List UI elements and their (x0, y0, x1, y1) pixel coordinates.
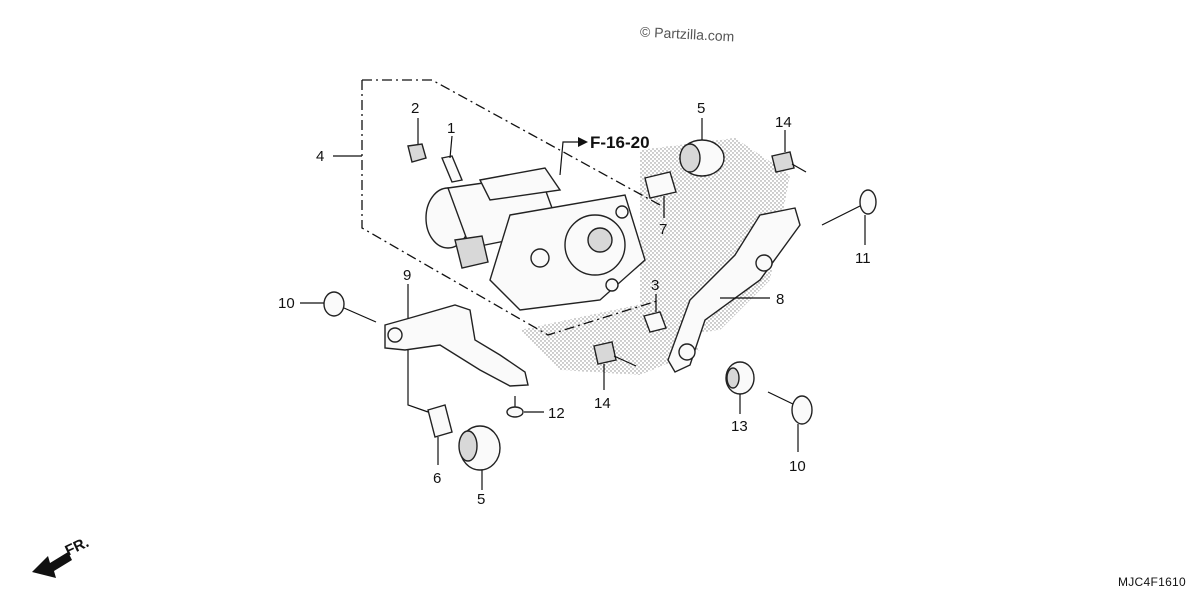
front-arrow-icon (32, 552, 72, 578)
part-6-collar (427, 404, 453, 438)
callout-5-lower: 5 (477, 491, 485, 508)
ref-arrowhead (578, 137, 588, 147)
part-8-hole-a (755, 254, 773, 272)
part-7-collar (644, 171, 677, 199)
actuator-assembly (425, 167, 646, 311)
part-9-bracket (384, 304, 529, 387)
part-12-screw (506, 396, 524, 418)
part-8-bracket (667, 207, 801, 373)
callout-8: 8 (776, 291, 784, 308)
part-14-lower-bolt (593, 341, 637, 367)
part-11-bolt (821, 189, 877, 226)
callout-11: 11 (855, 250, 871, 267)
part-9-hole (387, 327, 403, 343)
part-3-collar (643, 311, 667, 333)
assembly-outline (361, 79, 661, 336)
callout-1: 1 (447, 120, 455, 137)
part-8-hole-b (678, 343, 696, 361)
part-5-upper-damper (679, 139, 725, 177)
part-10-right-bolt (767, 391, 813, 425)
callout-12: 12 (548, 405, 565, 422)
part-13-grommet (725, 361, 755, 395)
callout-10-left: 10 (278, 295, 295, 312)
callout-3: 3 (651, 277, 659, 294)
part-10-left-bolt (323, 291, 377, 323)
shaded-area-upper (640, 138, 790, 340)
part-2-nut (407, 143, 427, 163)
callout-6: 6 (433, 470, 441, 487)
part-1-screw (441, 155, 463, 183)
callout-7: 7 (659, 221, 667, 238)
callout-14-lower: 14 (594, 395, 611, 412)
callout-2: 2 (411, 100, 419, 117)
callout-5-upper: 5 (697, 100, 705, 117)
callout-9: 9 (403, 267, 411, 284)
leader-6 (407, 350, 429, 413)
diagram-code: MJC4F1610 (1117, 575, 1186, 589)
leader-1 (449, 135, 453, 159)
reference-label: F-16-20 (590, 133, 650, 152)
callout-13: 13 (731, 418, 748, 435)
callout-4: 4 (316, 148, 324, 165)
callout-14-upper: 14 (775, 114, 792, 131)
part-14-upper-bolt (771, 151, 807, 173)
front-indicator: FR. (63, 534, 92, 560)
ref-leader (559, 141, 578, 176)
callout-10-right: 10 (789, 458, 806, 475)
part-5-lower-damper (458, 425, 501, 471)
